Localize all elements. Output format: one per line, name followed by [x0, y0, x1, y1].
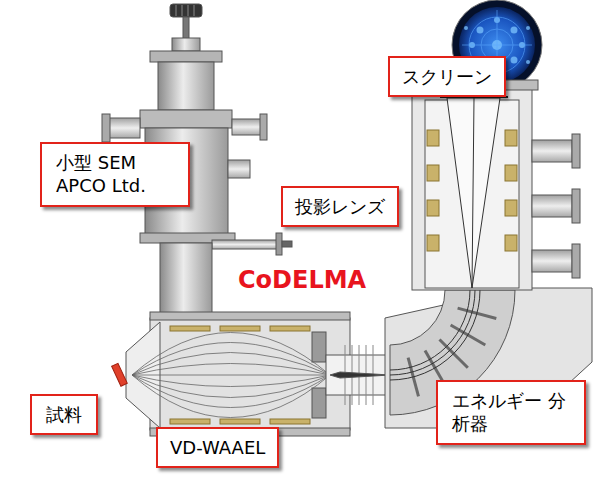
lens-tube-part: [132, 333, 330, 418]
lens-tube-part: [170, 419, 210, 424]
projection-column-part: [532, 250, 572, 272]
projection-column-part: [505, 235, 517, 251]
sem-column-part: [182, 5, 183, 16]
projection-column-part: [532, 140, 572, 162]
lens-tube-part: [132, 364, 330, 376]
callout-box: 投影レンズ: [281, 186, 399, 227]
lens-tube-part: [132, 375, 330, 376]
callout-text: 試料: [46, 403, 82, 426]
sem-column-part: [176, 5, 194, 16]
projection-column-part: [505, 200, 517, 216]
projection-column-part: [532, 195, 572, 217]
lens-tube: [112, 312, 390, 436]
callout-box: 小型 SEM APCO Ltd.: [40, 142, 190, 207]
projection-column-part: [447, 98, 500, 288]
projection-column-part: [427, 130, 439, 146]
projection-column-part: [427, 165, 439, 181]
sem-column-part: [282, 241, 292, 247]
lens-tube-part: [132, 333, 330, 376]
lens-tube-part: [132, 343, 330, 376]
sem-column-part: [194, 5, 195, 16]
lens-tube-part: [220, 419, 260, 424]
lens-tube-part: [112, 363, 128, 386]
callout-box: スクリーン: [388, 56, 506, 97]
energy-analyzer-part: [390, 290, 475, 375]
screen-pattern-part: [526, 60, 530, 64]
screen-pattern-part: [477, 27, 484, 34]
lens-tube-part: [220, 326, 260, 331]
sem-column-part: [150, 51, 222, 62]
projection-column: [406, 80, 580, 290]
projection-column-part: [412, 88, 532, 290]
projection-column-part: [572, 189, 580, 223]
callout-box: 試料: [30, 394, 98, 435]
lens-tube-part: [312, 332, 326, 362]
lens-tube-part: [132, 375, 330, 398]
lens-tube-part: [132, 375, 330, 387]
sem-column-part: [108, 118, 140, 138]
lens-tube-part: [132, 375, 330, 418]
sem-column-part: [260, 114, 267, 140]
callout-box: VD-WAAEL: [156, 427, 279, 468]
callout-text: 小型 SEM APCO Ltd.: [56, 151, 174, 198]
projection-column-part: [427, 235, 439, 251]
screen-pattern-part: [511, 57, 518, 64]
screen-pattern-part: [464, 26, 468, 30]
lens-tube-part: [312, 388, 326, 418]
callout-text: 投影レンズ: [295, 195, 385, 218]
screen-pattern-part: [526, 26, 530, 30]
energy-analyzer-part: [390, 290, 470, 370]
sem-column-part: [232, 119, 262, 135]
lens-tube-part: [150, 312, 350, 320]
sem-column-part: [172, 38, 200, 51]
sem-column-part: [276, 233, 282, 255]
callout-text: スクリーン: [402, 65, 492, 88]
sem-column-part: [183, 17, 189, 39]
screen-pattern-part: [511, 27, 518, 34]
sem-column-part: [102, 114, 110, 142]
sem-column-part: [212, 240, 278, 249]
callout-text: エネルギー 分析器: [452, 389, 570, 436]
sem-column-part: [176, 5, 177, 16]
energy-analyzer-part: [390, 290, 480, 380]
callout-text: VD-WAAEL: [170, 436, 265, 459]
lens-tube-part: [150, 318, 350, 430]
callout-box: エネルギー 分析器: [436, 380, 586, 445]
projection-column-part: [427, 200, 439, 216]
lens-tube-part: [270, 326, 310, 331]
lens-tube-part: [330, 372, 390, 378]
projection-column-part: [472, 98, 474, 288]
projection-column-part: [572, 244, 580, 278]
lens-tube-part: [270, 419, 310, 424]
sem-column-part: [188, 5, 189, 16]
system-name: CoDELMA: [238, 266, 366, 294]
projection-column-part: [505, 130, 517, 146]
sem-column-part: [228, 160, 250, 178]
projection-column-part: [505, 165, 517, 181]
lens-tube-part: [132, 353, 330, 376]
projection-column-part: [572, 134, 580, 168]
lens-tube-part: [132, 375, 330, 408]
sem-column-part: [140, 110, 232, 128]
energy-analyzer-part: [390, 290, 480, 380]
sem-column-part: [170, 4, 202, 17]
sem-column-part: [158, 62, 214, 110]
lens-tube-part: [170, 326, 210, 331]
